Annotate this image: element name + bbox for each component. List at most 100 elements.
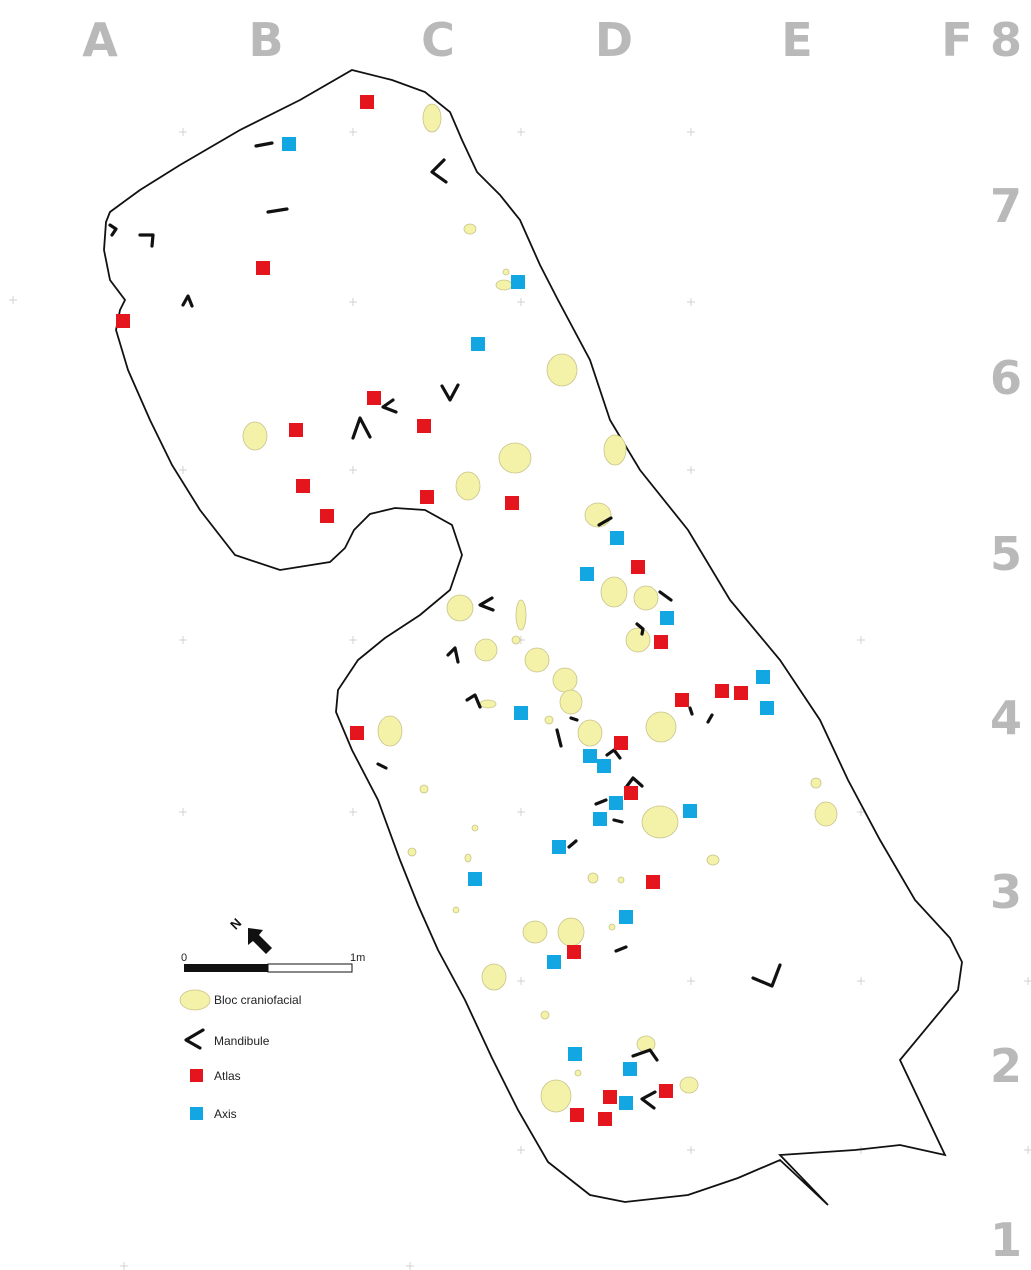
atlas-marker bbox=[296, 479, 310, 493]
craniofacial-block bbox=[540, 1079, 572, 1113]
atlas-marker bbox=[350, 726, 364, 740]
atlas-marker bbox=[659, 1084, 673, 1098]
axis-marker bbox=[610, 531, 624, 545]
craniofacial-block bbox=[603, 434, 627, 466]
craniofacial-block bbox=[479, 699, 497, 709]
atlas-marker bbox=[320, 509, 334, 523]
atlas-marker bbox=[567, 945, 581, 959]
grid-column-c: C bbox=[421, 13, 455, 67]
mandible bbox=[612, 818, 624, 824]
axis-marker bbox=[609, 796, 623, 810]
craniofacial-block bbox=[584, 502, 612, 528]
scale-end-label: 1m bbox=[350, 952, 365, 964]
axis-marker bbox=[593, 812, 607, 826]
craniofacial-block bbox=[540, 1010, 550, 1020]
grid-row-4: 4 bbox=[990, 691, 1022, 745]
grid-crosses bbox=[9, 128, 1031, 1270]
craniofacial-block bbox=[515, 599, 527, 631]
mandible bbox=[569, 716, 579, 722]
mandibles-layer bbox=[108, 141, 782, 1110]
craniofacial-block bbox=[481, 963, 507, 991]
scale-bar-white-segment bbox=[267, 963, 353, 973]
grid-row-6: 6 bbox=[990, 351, 1022, 405]
legend-skull-icon bbox=[179, 989, 211, 1011]
grid-cross bbox=[687, 466, 695, 474]
grid-cross bbox=[517, 298, 525, 306]
mandible bbox=[706, 713, 714, 724]
grid-cross bbox=[120, 1262, 128, 1270]
mandible bbox=[605, 748, 622, 760]
craniofacial-block bbox=[636, 1035, 656, 1053]
grid-cross bbox=[349, 298, 357, 306]
mandible bbox=[478, 596, 495, 612]
atlas-marker bbox=[715, 684, 729, 698]
legend-mandible-icon bbox=[184, 1028, 205, 1050]
grid-cross bbox=[517, 977, 525, 985]
mandible bbox=[594, 798, 608, 806]
grid-column-f: F bbox=[941, 13, 972, 67]
mandible bbox=[108, 223, 118, 237]
craniofacial-block bbox=[546, 353, 578, 387]
craniofacial-block bbox=[422, 103, 442, 133]
atlas-marker bbox=[417, 419, 431, 433]
axis-marker bbox=[756, 670, 770, 684]
craniofacial-block bbox=[419, 784, 429, 794]
grid-cross bbox=[9, 296, 17, 304]
atlas-marker bbox=[734, 686, 748, 700]
craniofacial-block bbox=[524, 647, 550, 673]
mandible bbox=[266, 207, 289, 214]
mandible bbox=[567, 839, 578, 849]
craniofacial-block bbox=[407, 847, 417, 857]
craniofacial-block bbox=[600, 576, 628, 608]
craniofacial-block bbox=[464, 853, 472, 863]
grid-row-7: 7 bbox=[990, 179, 1022, 233]
axis-marker bbox=[760, 701, 774, 715]
axis-marker bbox=[583, 749, 597, 763]
axis-marker bbox=[619, 1096, 633, 1110]
legend-label-axis: Axis bbox=[214, 1107, 237, 1121]
grid-cross bbox=[687, 977, 695, 985]
grid-cross bbox=[406, 1262, 414, 1270]
craniofacial-block bbox=[633, 585, 659, 611]
atlas-marker bbox=[116, 314, 130, 328]
axis-marker bbox=[514, 706, 528, 720]
atlas-marker bbox=[654, 635, 668, 649]
grid-cross bbox=[179, 466, 187, 474]
grid-cross bbox=[349, 128, 357, 136]
axis-marker bbox=[660, 611, 674, 625]
craniofacial-block bbox=[455, 471, 481, 501]
mandible bbox=[555, 728, 563, 748]
craniofacial-block bbox=[242, 421, 268, 451]
craniofacial-block bbox=[557, 917, 585, 947]
craniofacial-block bbox=[474, 638, 498, 662]
north-arrow-icon bbox=[248, 928, 272, 954]
craniofacial-block bbox=[641, 805, 679, 839]
axis-marker bbox=[623, 1062, 637, 1076]
mandible bbox=[381, 398, 398, 414]
grid-cross bbox=[857, 636, 865, 644]
craniofacial-block bbox=[608, 923, 616, 931]
axis-marker bbox=[683, 804, 697, 818]
mandible bbox=[640, 1090, 657, 1110]
craniofacial-block bbox=[498, 442, 532, 474]
axis-marker bbox=[619, 910, 633, 924]
mandible bbox=[658, 590, 673, 602]
craniofacial-block bbox=[544, 715, 554, 725]
mandible bbox=[446, 646, 460, 664]
legend-atlas-icon bbox=[190, 1069, 203, 1082]
mandible bbox=[597, 516, 613, 527]
atlas-marker bbox=[675, 693, 689, 707]
axis-marker bbox=[511, 275, 525, 289]
mandible bbox=[430, 158, 448, 184]
atlas-marker bbox=[289, 423, 303, 437]
atlas-marker bbox=[570, 1108, 584, 1122]
craniofacial-block bbox=[814, 801, 838, 827]
axis-marker bbox=[547, 955, 561, 969]
craniofacial-block bbox=[706, 854, 720, 866]
grid-cross bbox=[517, 1146, 525, 1154]
grid-column-d: D bbox=[595, 13, 633, 67]
craniofacial-block bbox=[625, 627, 651, 653]
axis-marker bbox=[468, 872, 482, 886]
atlas-marker bbox=[505, 496, 519, 510]
atlas-marker bbox=[256, 261, 270, 275]
